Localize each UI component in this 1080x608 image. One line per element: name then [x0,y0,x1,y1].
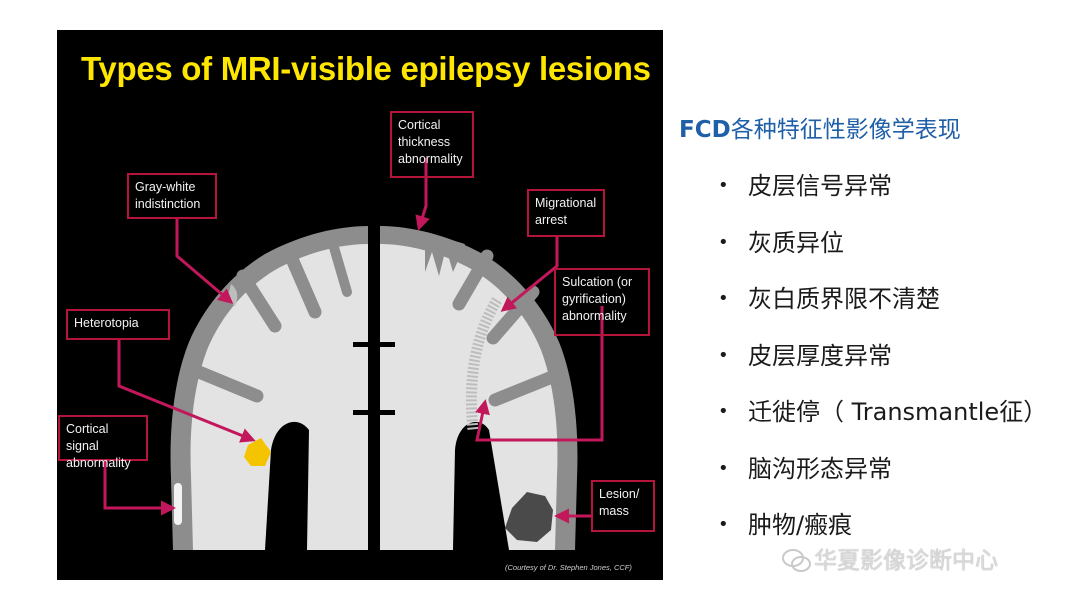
list-item: • 肿物/瘢痕 [718,497,1047,554]
callout-cortical-thickness: Cortical thickness abnormality [390,111,474,178]
fcd-feature-list: • 皮层信号异常 • 灰质异位 • 灰白质界限不清楚 • 皮层厚度异常 • 迁徙停（ Tr… [718,158,1047,554]
wechat-icon [782,549,811,572]
diagram-title: Types of MRI-visible epilepsy lesions [81,50,651,87]
bullet-icon: • [718,344,729,366]
list-item-text: 迁徙停（ Transmantle征） [748,398,1048,426]
watermark-text: 华夏影像诊断中心 [814,548,998,574]
bullet-icon: • [718,401,729,422]
list-item-text: 皮层信号异常 [748,172,892,200]
list-item-text: 皮层厚度异常 [748,341,892,370]
callout-gray-white: Gray-white indistinction [127,173,217,219]
brain-diagram [103,158,604,550]
callout-lesion-mass: Lesion/ mass [591,480,655,532]
callout-sulcation: Sulcation (or gyrification) abnormality [554,268,650,336]
list-item-text: 肿物/瘢痕 [748,511,853,539]
fcd-title-abbr: FCD [679,117,731,143]
list-item: • 皮层厚度异常 [718,328,1047,385]
fcd-title: FCD各种特征性影像学表现 [679,110,961,144]
list-item: • 迁徙停（ Transmantle征） [718,384,1047,441]
callout-migrational-arrest: Migrational arrest [527,189,605,237]
right-hemisphere [379,226,578,550]
list-item-text: 灰质异位 [748,228,844,257]
left-hemisphere [170,226,369,550]
callout-arrows [103,158,604,524]
fcd-title-rest: 各种特征性影像学表现 [730,117,961,143]
list-item-text: 脑沟形态异常 [748,454,892,483]
list-item-text: 灰白质界限不清楚 [748,285,940,313]
list-item: • 灰白质界限不清楚 [718,271,1047,328]
list-item: • 皮层信号异常 [718,158,1047,215]
list-item: • 灰质异位 [718,215,1047,272]
heterotopia-mark [244,438,271,466]
bullet-icon: • [718,514,729,535]
list-item: • 脑沟形态异常 [718,441,1047,498]
callout-heterotopia: Heterotopia [66,309,170,340]
bullet-icon: • [718,231,729,253]
lesion-diagram-panel: Types of MRI-visible epilepsy lesions [57,30,663,580]
bullet-icon: • [718,175,729,196]
lesion-mark [505,492,553,542]
diagram-credit: (Courtesy of Dr. Stephen Jones, CCF) [505,563,632,572]
bullet-icon: • [718,288,729,309]
callout-cortical-signal: Cortical signal abnormality [58,415,148,470]
bullet-icon: • [718,457,729,479]
